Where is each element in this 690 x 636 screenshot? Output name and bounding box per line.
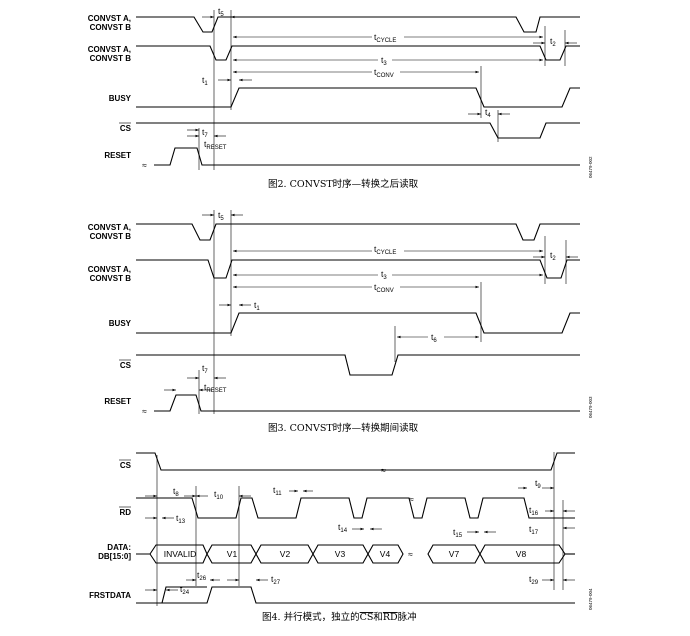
fig4-bus-v4 bbox=[367, 544, 404, 564]
fig2-caption: 图2. CONVST时序—转换之后读取 bbox=[268, 178, 419, 190]
fig4-bus-label-v4: V4 bbox=[380, 549, 391, 559]
fig4-frstdata-label: FRSTDATA bbox=[89, 591, 131, 600]
figure-2: CONVST A, CONVST B CONVST A, CONVST B BU… bbox=[88, 6, 593, 190]
fig3-convst1-label-line1: CONVST A, bbox=[88, 223, 131, 232]
fig2-convst2-label-line1: CONVST A, bbox=[88, 45, 131, 54]
fig4-side-code: 06479-004 bbox=[588, 588, 593, 610]
fig3-tcycle: tCYCLE bbox=[374, 244, 396, 256]
fig4-t17: t17 bbox=[529, 524, 539, 536]
fig3-treset: tRESET bbox=[204, 382, 227, 394]
fig3-side-code: 06479-003 bbox=[588, 396, 593, 418]
fig4-data-label-line2: DB[15:0] bbox=[98, 552, 131, 561]
fig3-t2: t2 bbox=[550, 250, 556, 262]
fig2-t2: t2 bbox=[550, 36, 556, 48]
fig4-t26: t26 bbox=[197, 570, 207, 582]
fig4-t16: t16 bbox=[529, 505, 539, 517]
fig2-convst2-label-line2: CONVST B bbox=[90, 54, 132, 63]
fig2-convst1-wave bbox=[136, 16, 580, 33]
fig3-t1: t1 bbox=[254, 300, 260, 312]
fig4-data-label-line1: DATA: bbox=[107, 543, 131, 552]
fig3-t6: t6 bbox=[431, 332, 437, 344]
fig4-t8: t8 bbox=[173, 486, 179, 498]
fig4-cs-wave bbox=[136, 452, 575, 471]
fig4-frstdata-first bbox=[161, 586, 207, 604]
fig4-bus-label-v7: V7 bbox=[449, 549, 460, 559]
fig4-rd-wave bbox=[136, 497, 575, 519]
fig4-bus-label-v3: V3 bbox=[335, 549, 346, 559]
fig3-convst2-label-line2: CONVST B bbox=[90, 274, 132, 283]
fig3-t3: t3 bbox=[381, 269, 387, 281]
fig2-tcycle: tCYCLE bbox=[374, 32, 396, 44]
fig4-t11: t11 bbox=[273, 485, 282, 497]
fig4-t27: t27 bbox=[271, 574, 281, 586]
fig2-tconv: tCONV bbox=[374, 67, 394, 79]
fig3-convst2-wave bbox=[136, 259, 580, 279]
fig4-cs-break: ≈ bbox=[381, 465, 386, 475]
fig3-busy-label: BUSY bbox=[109, 319, 132, 328]
figure-4: CS RD DATA: DB[15:0] FRSTDATA ≈ ≈ ≈ INVA… bbox=[89, 452, 593, 623]
fig2-convst1-label-line2: CONVST B bbox=[90, 23, 132, 32]
fig2-t1: t1 bbox=[202, 75, 208, 87]
fig4-t9: t9 bbox=[535, 478, 541, 490]
fig4-cs-label: CS bbox=[120, 461, 132, 470]
fig3-convst1-wave bbox=[136, 223, 580, 241]
fig2-busy-wave bbox=[136, 87, 580, 108]
fig4-rd-break: ≈ bbox=[409, 494, 414, 504]
fig3-convst2-label-line1: CONVST A, bbox=[88, 265, 131, 274]
fig4-t15: t15 bbox=[453, 527, 463, 539]
fig4-bus-label-v8: V8 bbox=[516, 549, 527, 559]
fig4-t24: t24 bbox=[180, 584, 190, 596]
fig3-reset-wave bbox=[154, 394, 580, 412]
fig4-t10: t10 bbox=[214, 489, 224, 501]
fig4-rd-label: RD bbox=[119, 508, 131, 517]
fig2-t4: t4 bbox=[485, 107, 491, 119]
fig3-t5: t5 bbox=[218, 210, 224, 222]
fig3-reset-break: ≈ bbox=[142, 406, 147, 416]
fig4-bus-label-v1: V1 bbox=[227, 549, 238, 559]
fig3-cs-label: CS bbox=[120, 361, 132, 370]
fig2-side-code: 06479-002 bbox=[588, 156, 593, 178]
fig3-tconv: tCONV bbox=[374, 282, 394, 294]
fig2-cs-wave bbox=[136, 122, 580, 139]
fig4-bus-label-v2: V2 bbox=[280, 549, 291, 559]
fig3-t7: t7 bbox=[202, 363, 208, 375]
fig4-t14: t14 bbox=[338, 522, 348, 534]
fig2-convst1-label-line1: CONVST A, bbox=[88, 14, 131, 23]
fig3-reset-label: RESET bbox=[104, 397, 131, 406]
fig2-convst2-wave bbox=[136, 45, 580, 61]
fig4-frstdata-wave bbox=[136, 586, 575, 604]
fig2-busy-label: BUSY bbox=[109, 94, 132, 103]
fig4-bus-break: ≈ bbox=[408, 549, 413, 559]
fig4-caption: 图4. 并行模式，独立的CS和RD脉冲 bbox=[262, 611, 417, 623]
fig2-cs-label: CS bbox=[120, 124, 132, 133]
fig2-t7: t7 bbox=[202, 127, 208, 139]
fig2-t3: t3 bbox=[381, 55, 387, 67]
fig2-treset: tRESET bbox=[204, 139, 227, 151]
fig3-caption: 图3. CONVST时序—转换期间读取 bbox=[268, 422, 419, 434]
fig2-reset-label: RESET bbox=[104, 151, 131, 160]
fig3-cs-wave bbox=[136, 354, 580, 376]
fig4-bus-invalid bbox=[136, 544, 208, 564]
fig4-t29: t29 bbox=[529, 574, 539, 586]
fig2-reset-wave bbox=[154, 147, 580, 166]
fig4-bus-label-invalid: INVALID bbox=[164, 549, 196, 559]
fig3-busy-wave bbox=[136, 312, 580, 334]
fig2-t5: t5 bbox=[218, 6, 224, 18]
fig4-t13: t13 bbox=[176, 513, 186, 525]
fig3-convst1-label-line2: CONVST B bbox=[90, 232, 132, 241]
figure-3: CONVST A, CONVST B CONVST A, CONVST B BU… bbox=[88, 210, 593, 434]
fig2-reset-break: ≈ bbox=[142, 160, 147, 170]
